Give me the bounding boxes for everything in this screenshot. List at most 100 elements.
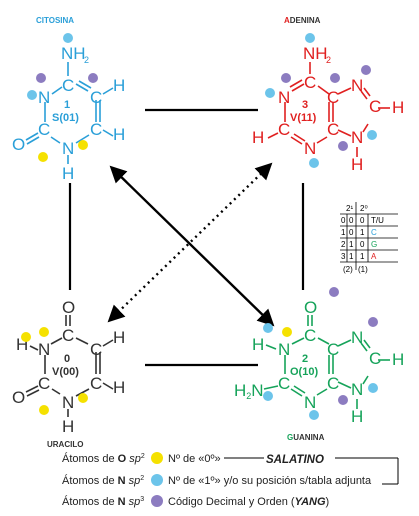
svg-text:0: 0 [360, 216, 365, 225]
cytosine-dots [27, 33, 98, 162]
svg-text:C: C [38, 374, 50, 393]
cytosine-molecule: CITOSINA NH 2 C N C H C C H [12, 16, 125, 183]
svg-text:N: N [278, 88, 290, 107]
cytosine-code: S(01) [52, 112, 79, 124]
svg-text:SALATINO: SALATINO [266, 454, 324, 466]
svg-text:1: 1 [360, 228, 365, 237]
svg-text:A: A [371, 252, 377, 261]
svg-text:G: G [371, 240, 377, 249]
cytosine-title: CITOSINA [36, 16, 74, 25]
guanine-title: GUANINA [287, 433, 325, 442]
adenine-dots [265, 33, 377, 168]
svg-text:C: C [90, 120, 102, 139]
svg-text:N: N [351, 328, 363, 347]
svg-text:O: O [12, 135, 25, 154]
arrow-adenine-uracil [107, 162, 273, 323]
svg-text:H: H [62, 164, 74, 183]
table-row-2: 2 1 0 G [341, 240, 377, 249]
svg-text:Átomos de O sp2: Átomos de O sp2 [62, 452, 145, 465]
svg-text:H: H [113, 125, 125, 144]
svg-text:H: H [62, 417, 74, 436]
svg-text:(2): (2) [343, 265, 353, 274]
svg-text:C: C [90, 374, 102, 393]
svg-text:N: N [351, 128, 363, 147]
svg-text:NH: NH [61, 44, 86, 63]
legend-row-oxygen: Átomos de O sp2 Nº de «0º» SALATINO [62, 452, 399, 485]
svg-text:C: C [327, 374, 339, 393]
svg-text:Nº de «1º» y/o su posición s/t: Nº de «1º» y/o su posición s/tabla adjun… [168, 475, 372, 487]
table-row-3: 3 1 1 A [341, 252, 377, 261]
svg-text:2: 2 [341, 240, 346, 249]
svg-text:O: O [304, 298, 317, 317]
svg-text:N: N [351, 76, 363, 95]
svg-text:H: H [113, 328, 125, 347]
legend-row-nitrogen-sp3: Átomos de N sp3 Código Decimal y Orden (… [62, 495, 329, 508]
adenine-molecule: ADENINA NH 2 C N C N [252, 16, 404, 174]
adenine-code: V(11) [290, 112, 317, 124]
svg-text:0: 0 [360, 240, 365, 249]
uracil-number: 0 [64, 353, 70, 365]
svg-text:0: 0 [341, 216, 346, 225]
svg-text:Átomos de N sp2: Átomos de N sp2 [62, 474, 144, 487]
svg-text:C: C [327, 88, 339, 107]
legend: Átomos de O sp2 Nº de «0º» SALATINO Átom… [62, 452, 399, 508]
svg-text:2¹: 2¹ [346, 204, 353, 213]
svg-text:N: N [38, 88, 50, 107]
svg-text:1: 1 [349, 252, 354, 261]
cytosine-number: 1 [64, 99, 70, 111]
svg-text:N: N [304, 393, 316, 412]
svg-text:H: H [252, 128, 264, 147]
table-row-1: 1 0 1 C [341, 228, 377, 237]
svg-text:C: C [278, 120, 290, 139]
svg-text:N: N [38, 340, 50, 359]
svg-text:Átomos de N sp3: Átomos de N sp3 [62, 495, 144, 508]
guanine-number: 2 [302, 353, 308, 365]
svg-text:1: 1 [360, 252, 365, 261]
svg-text:C: C [327, 120, 339, 139]
uracil-title: URACILO [47, 440, 83, 449]
svg-text:C: C [371, 228, 377, 237]
svg-text:N: N [351, 380, 363, 399]
uracil-code: V(00) [52, 366, 79, 378]
guanine-code: O(10) [290, 366, 318, 378]
table-row-0: 0 0 0 T/U [341, 216, 384, 225]
svg-text:NH: NH [303, 44, 328, 63]
arrow-cytosine-guanine [109, 165, 275, 327]
guanine-dots [263, 287, 378, 420]
svg-text:C: C [327, 340, 339, 359]
svg-text:C: C [369, 349, 381, 368]
svg-text:Nº de «0º»: Nº de «0º» [168, 453, 221, 465]
uracil-dots [21, 327, 88, 415]
svg-text:0: 0 [349, 228, 354, 237]
svg-text:N: N [62, 393, 74, 412]
svg-text:1: 1 [349, 240, 354, 249]
svg-text:C: C [304, 326, 316, 345]
svg-text:C: C [304, 73, 316, 92]
svg-text:H: H [351, 155, 363, 174]
svg-text:C: C [62, 76, 74, 95]
svg-text:C: C [90, 340, 102, 359]
svg-text:Código Decimal y Orden (YANG): Código Decimal y Orden (YANG) [168, 496, 329, 508]
binary-table: 2¹ 2⁰ 0 0 0 T/U 1 0 1 C 2 1 0 G [340, 202, 398, 274]
svg-text:H: H [351, 407, 363, 426]
svg-text:T/U: T/U [371, 216, 384, 225]
svg-text:H: H [392, 350, 404, 369]
svg-text:C: C [90, 88, 102, 107]
connectors [68, 108, 305, 367]
svg-text:2: 2 [326, 55, 331, 65]
svg-text:C: C [278, 374, 290, 393]
svg-text:O: O [62, 298, 75, 317]
svg-text:C: C [38, 120, 50, 139]
svg-text:C: C [62, 326, 74, 345]
svg-text:H2N: H2N [234, 381, 264, 401]
svg-text:H: H [392, 98, 404, 117]
svg-text:2: 2 [84, 55, 89, 65]
svg-text:O: O [12, 388, 25, 407]
adenine-number: 3 [302, 99, 308, 111]
svg-text:1: 1 [341, 228, 346, 237]
svg-text:0: 0 [349, 216, 354, 225]
svg-text:H: H [113, 378, 125, 397]
uracil-molecule: URACILO O C H N C H C C H [12, 298, 125, 449]
guanine-molecule: GUANINA O C H N C [234, 287, 404, 442]
